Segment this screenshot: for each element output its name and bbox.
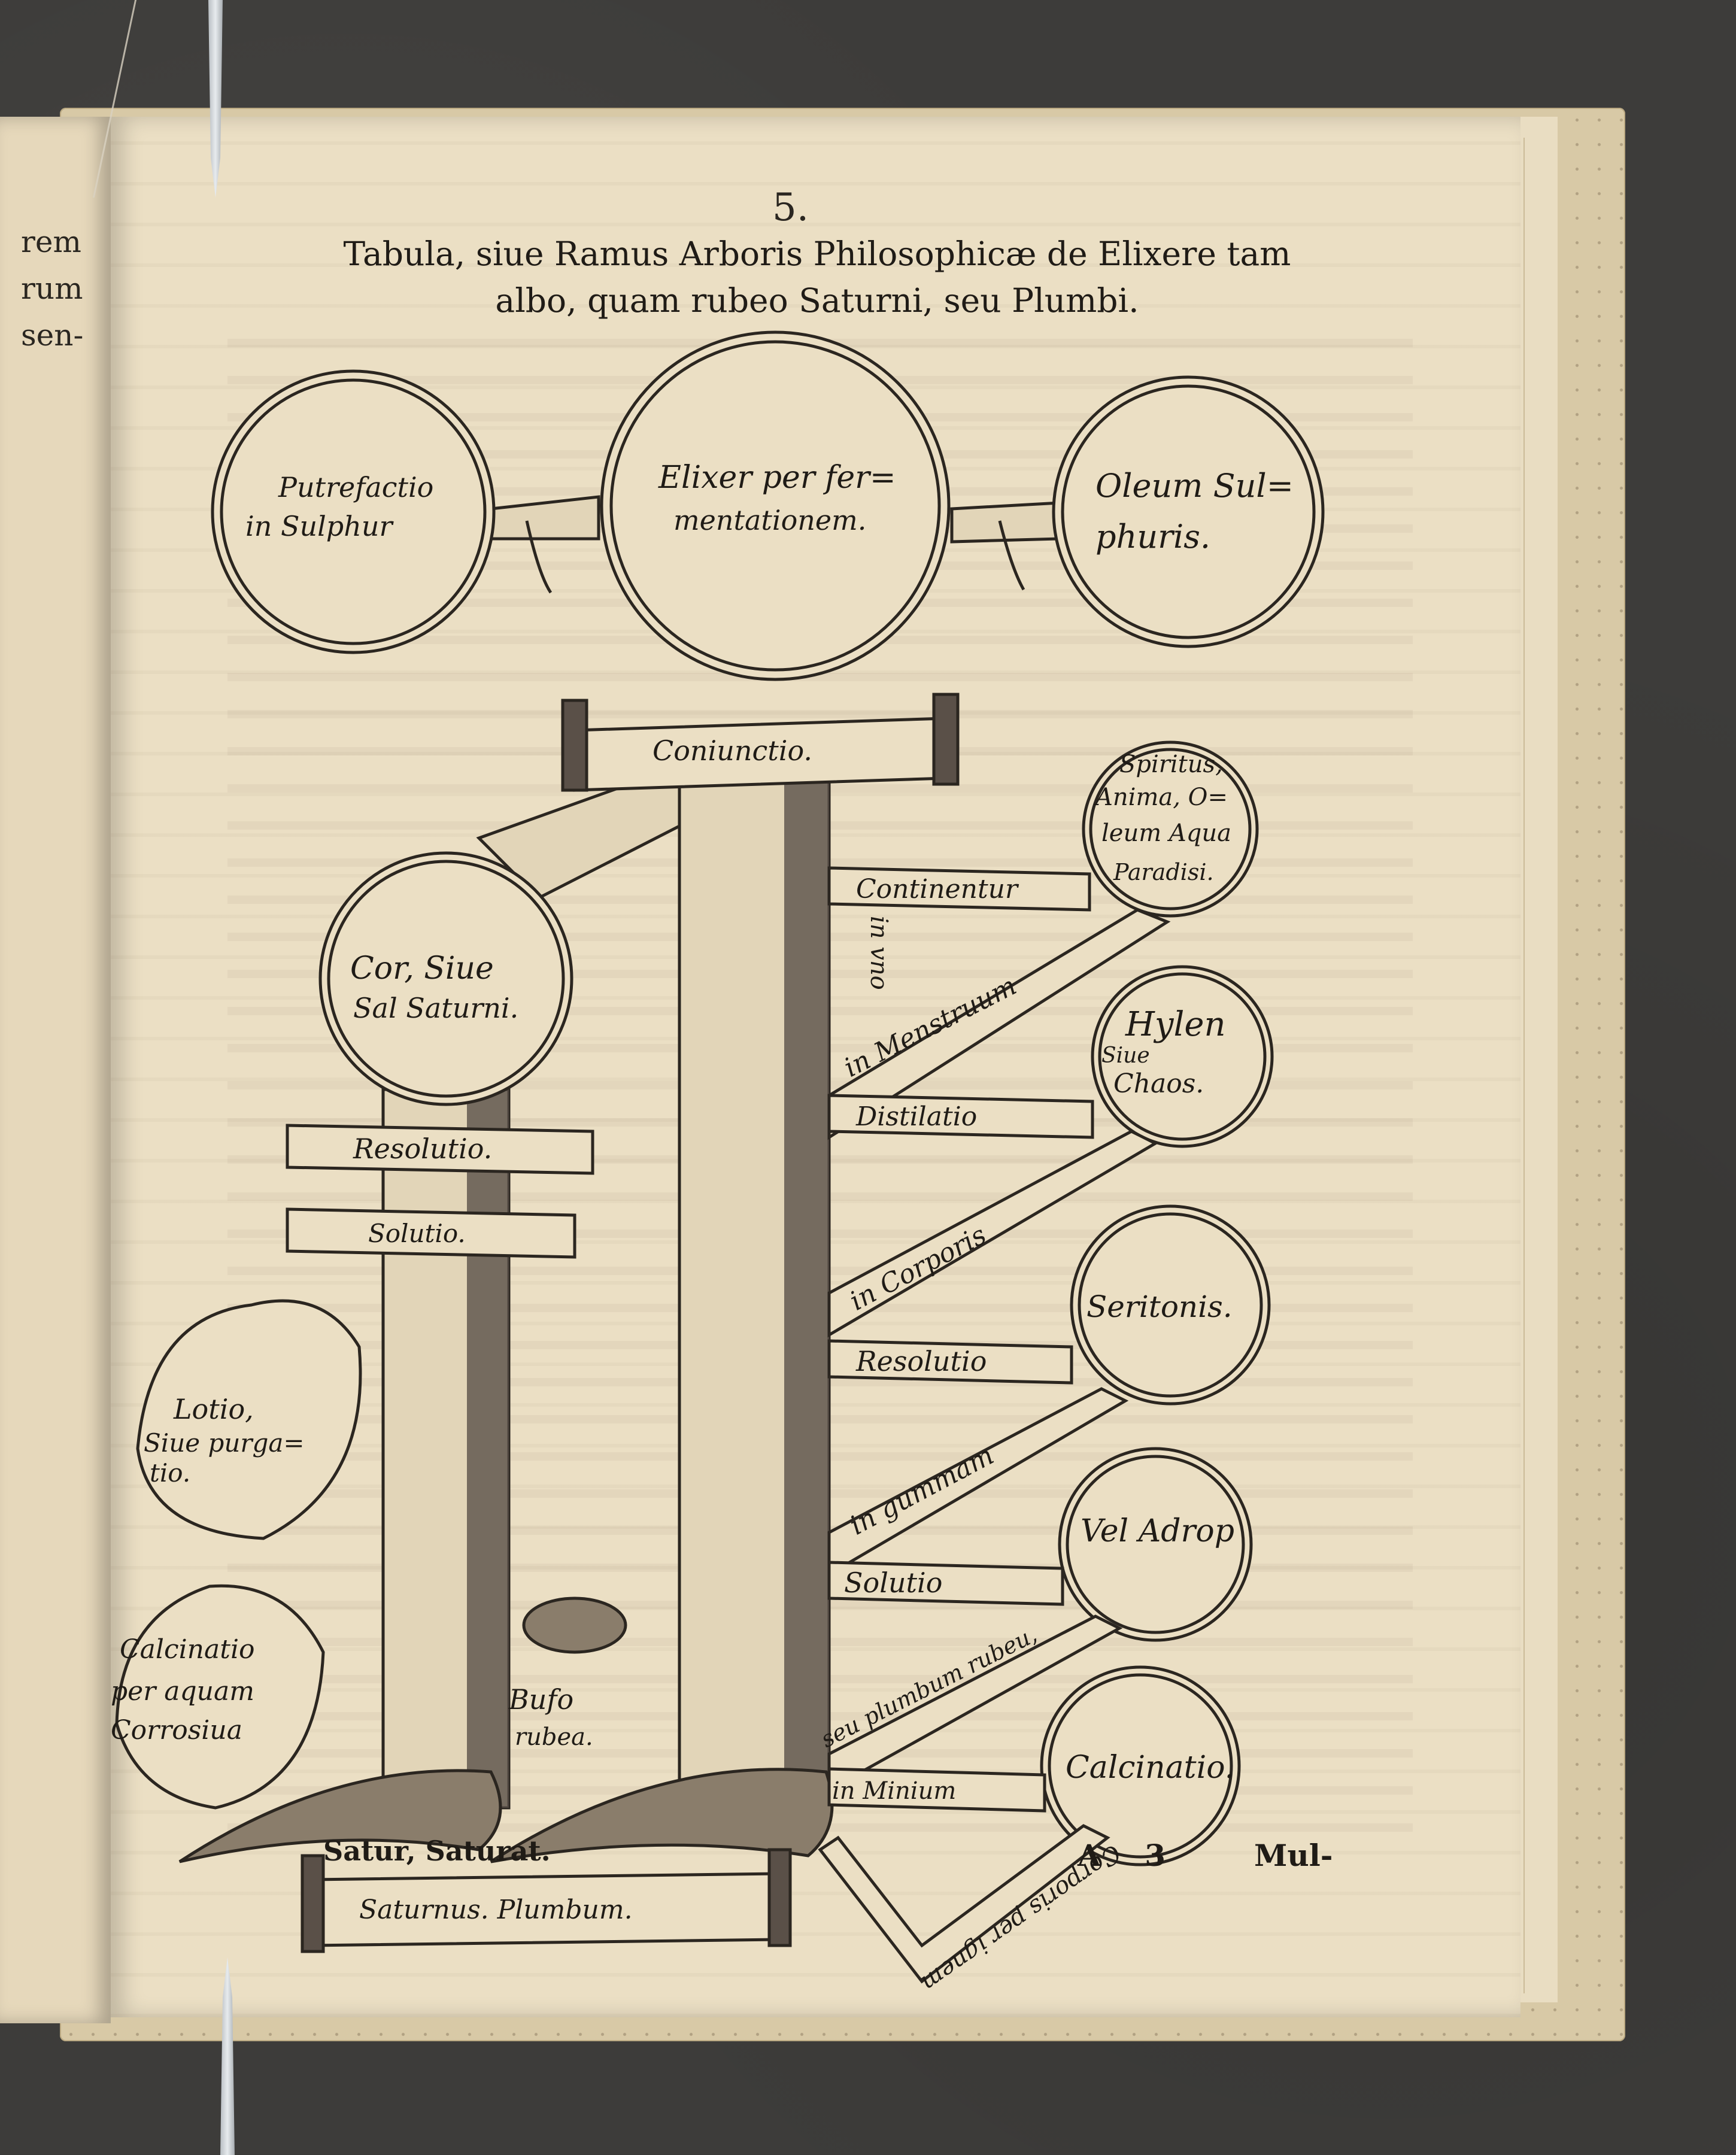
label-elixer-2: mentationem.: [673, 504, 866, 536]
left-foot: [178, 1769, 502, 1863]
main-trunk-shade: [784, 760, 829, 1820]
label-oleum: Oleum Sul=: [1095, 467, 1294, 505]
left-connector-drop: [525, 520, 553, 594]
label-conjunctio: Coniunctio.: [652, 734, 812, 767]
label-minium: in Minium: [832, 1777, 956, 1805]
conjunctio-scroll-left: [561, 699, 588, 792]
label-resolutio-left: Resolutio.: [353, 1133, 492, 1165]
label-putrefactio: Putrefactio: [278, 471, 433, 503]
solutio-banner-left: [286, 1207, 576, 1259]
left-fragment-line: rem: [21, 224, 81, 259]
circle-spiritus-inner: [1089, 748, 1252, 910]
branch-resolutio: [827, 1339, 1073, 1385]
branch-gummam: [827, 1387, 1129, 1577]
toad: [522, 1596, 627, 1654]
branch-distilatio: [827, 1094, 1094, 1139]
circle-adrop-inner: [1066, 1455, 1245, 1634]
title-line-1: Tabula, siue Ramus Arboris Philosophicæ …: [343, 235, 1291, 273]
label-spiritus: Spiritus,: [1119, 751, 1223, 778]
label-spiritus-3: leum Aqua: [1101, 819, 1231, 847]
left-page: rem rum sen-: [0, 117, 111, 2023]
heart-calcinatio: [115, 1584, 325, 1810]
circle-elixer-inner: [609, 340, 941, 672]
left-fragment-line: rum: [21, 271, 83, 306]
label-calcinatio-heart-2: per aquam: [111, 1676, 254, 1707]
circle-spiritus: [1082, 740, 1259, 918]
label-cor-2: Sal Saturni.: [353, 992, 518, 1024]
circle-elixer: [600, 330, 951, 681]
page-number: 5.: [772, 186, 809, 230]
left-fragment-line: sen-: [21, 318, 84, 353]
label-calcinatio-heart: Calcinatio: [120, 1634, 255, 1665]
left-trunk-shade: [467, 1089, 509, 1808]
circle-calcinatio-inner: [1048, 1673, 1233, 1859]
branch-minium: [827, 1767, 1046, 1813]
page-stack-edge-inner: [1523, 138, 1543, 1993]
page-title: Tabula, siue Ramus Arboris Philosophicæ …: [305, 230, 1329, 324]
label-hylen-3: Chaos.: [1113, 1069, 1204, 1099]
label-elixer: Elixer per fer=: [658, 460, 896, 496]
circle-hylen-inner: [1098, 972, 1267, 1141]
circle-calcinatio: [1040, 1665, 1241, 1866]
label-hylen: Hylen: [1125, 1005, 1226, 1044]
label-calcinatio: Calcinatio.: [1066, 1750, 1234, 1786]
label-oleum-2: phuris.: [1095, 518, 1210, 556]
right-foot: [490, 1768, 834, 1863]
label-lotio-3: tio.: [150, 1458, 190, 1488]
label-bufo-2: rubea.: [515, 1723, 593, 1751]
label-vno: in vno: [865, 916, 893, 990]
label-hylen-2: Siue: [1101, 1043, 1150, 1068]
label-saturnus-plumbum: Saturnus. Plumbum.: [359, 1895, 633, 1925]
right-connector-drop: [998, 520, 1025, 591]
circle-oleum-inner: [1061, 384, 1316, 639]
circle-adrop: [1058, 1447, 1253, 1642]
label-solutio-left: Solutio.: [368, 1219, 466, 1248]
base-scroll-right: [767, 1848, 792, 1947]
label-corporis: in Corporis: [845, 1219, 991, 1316]
branch-continentur: [827, 866, 1091, 912]
label-lotio: Lotio,: [173, 1393, 254, 1425]
circle-seritonis-inner: [1078, 1212, 1263, 1398]
label-spiritus-2: Anima, O=: [1093, 784, 1228, 811]
label-spiritus-4: Paradisi.: [1113, 859, 1214, 885]
left-connector: [489, 495, 600, 541]
circle-putrefactio-inner: [220, 378, 487, 645]
label-putrefactio-2: in Sulphur: [245, 510, 394, 542]
branch-ignem: [818, 1824, 1110, 1984]
label-calcinatio-heart-3: Corrosiua: [111, 1715, 242, 1746]
label-seritonis: Seritonis.: [1086, 1289, 1233, 1324]
label-adrop: Vel Adrop: [1081, 1513, 1234, 1549]
label-solutio-right: Solutio: [844, 1567, 942, 1599]
label-bufo: Bufo: [508, 1683, 573, 1716]
base-scroll-left: [301, 1854, 325, 1953]
label-gummam: in gummam: [845, 1440, 998, 1541]
label-resolutio-right: Resolutio: [855, 1345, 987, 1377]
label-distilatio: Distilatio: [855, 1101, 977, 1132]
circle-seritonis: [1070, 1204, 1271, 1406]
conjunctio-scroll-right: [932, 693, 960, 786]
catchword: Mul-: [1254, 1838, 1333, 1873]
circle-cor: [318, 851, 573, 1106]
left-page-fragments: rem rum sen-: [21, 218, 83, 359]
signature-mark: A 3: [1078, 1838, 1182, 1873]
heart-lotio: [136, 1299, 362, 1540]
label-cor: Cor, Siue: [350, 951, 494, 987]
title-line-2: albo, quam rubeo Saturni, seu Plumbi.: [495, 281, 1139, 320]
resolutio-banner-left: [286, 1124, 594, 1175]
label-continentur: Continentur: [856, 874, 1019, 905]
circle-oleum: [1052, 375, 1325, 648]
branch-solutio: [827, 1561, 1064, 1606]
label-lotio-2: Siue purga=: [144, 1428, 305, 1458]
circle-hylen: [1091, 965, 1274, 1148]
branch-corporis: [827, 1130, 1159, 1338]
circle-cor-inner: [327, 860, 565, 1098]
circle-putrefactio: [211, 369, 496, 654]
footer-saturnus: Satur, Saturat.: [323, 1835, 551, 1867]
right-connector: [950, 501, 1061, 544]
